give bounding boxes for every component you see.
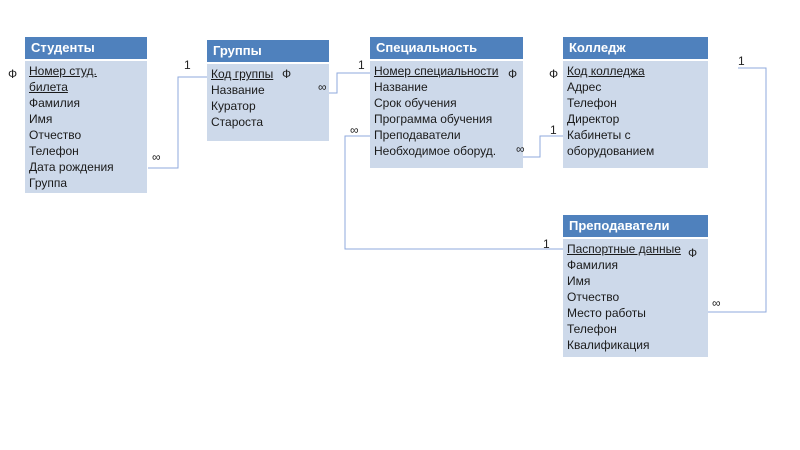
field-teacher-patronymic: Отчество bbox=[567, 290, 620, 304]
field-study-program: Программа обучения bbox=[374, 112, 493, 126]
entity-students-divider bbox=[25, 59, 147, 61]
field-director: Директор bbox=[567, 112, 620, 126]
field-group-code: Код группы bbox=[211, 67, 274, 81]
field-college-code: Код колледжа bbox=[567, 64, 645, 78]
field-group-name: Название bbox=[211, 83, 265, 97]
entity-college-fields: Код колледжа Адрес Телефон Директор Каби… bbox=[563, 61, 708, 163]
entity-specialty-fields: Номер специальности Название Срок обучен… bbox=[370, 61, 523, 163]
cardinality-teachers-workplace-many: ∞ bbox=[712, 296, 721, 310]
field-address: Адрес bbox=[567, 80, 602, 94]
field-name: Имя bbox=[29, 112, 53, 126]
field-student-id-cont: билета bbox=[29, 80, 68, 94]
entity-groups: Группы Код группы Название Куратор Старо… bbox=[207, 40, 329, 141]
cardinality-college-teachers-one: 1 bbox=[738, 54, 745, 68]
field-surname: Фамилия bbox=[29, 96, 80, 110]
entity-students: Студенты Номер студ. билета Фамилия Имя … bbox=[25, 37, 147, 193]
entity-college-divider bbox=[563, 59, 708, 61]
field-college-phone: Телефон bbox=[567, 96, 617, 110]
entity-specialty-title: Специальность bbox=[370, 37, 523, 59]
cardinality-college-one: 1 bbox=[550, 123, 557, 137]
field-equipped-rooms: Кабинеты с bbox=[567, 128, 631, 142]
entity-groups-divider bbox=[207, 62, 329, 64]
cardinality-groups-many: ∞ bbox=[318, 80, 327, 94]
field-specialty-name: Название bbox=[374, 80, 428, 94]
entity-students-title: Студенты bbox=[25, 37, 147, 59]
connector-groups-students bbox=[148, 76, 207, 169]
connector-college-specialty bbox=[510, 135, 563, 158]
field-phone: Телефон bbox=[29, 144, 79, 158]
field-qualification: Квалификация bbox=[567, 338, 650, 352]
cardinality-specialty-one: 1 bbox=[358, 58, 365, 72]
pk-marker-college: Ф bbox=[549, 67, 559, 81]
entity-specialty-divider bbox=[370, 59, 523, 61]
entity-teachers-fields: Паспортные данные Фамилия Имя Отчество М… bbox=[563, 239, 708, 357]
field-monitor: Староста bbox=[211, 115, 264, 129]
pk-marker-specialty: Ф bbox=[508, 67, 518, 81]
field-study-period: Срок обучения bbox=[374, 96, 457, 110]
field-required-equipment: Необходимое оборуд. bbox=[374, 144, 497, 158]
field-specialty-number: Номер специальности bbox=[374, 64, 499, 78]
field-student-id: Номер студ. bbox=[29, 64, 97, 78]
entity-groups-title: Группы bbox=[207, 40, 329, 62]
pk-marker-students: Ф bbox=[8, 67, 18, 81]
field-teacher-surname: Фамилия bbox=[567, 258, 618, 272]
field-workplace: Место работы bbox=[567, 306, 646, 320]
field-teacher-name: Имя bbox=[567, 274, 591, 288]
entity-students-fields: Номер студ. билета Фамилия Имя Отчество … bbox=[25, 61, 147, 195]
field-group: Группа bbox=[29, 176, 68, 190]
entity-college: Колледж Код колледжа Адрес Телефон Дирек… bbox=[563, 37, 708, 168]
entity-specialty: Специальность Номер специальности Назван… bbox=[370, 37, 523, 168]
pk-marker-groups: Ф bbox=[282, 67, 292, 81]
cardinality-students-many: ∞ bbox=[152, 150, 161, 164]
cardinality-specialty-teachers-many: ∞ bbox=[350, 123, 359, 137]
pk-marker-teachers: Ф bbox=[688, 246, 698, 260]
cardinality-teachers-one: 1 bbox=[543, 237, 550, 251]
connector-college-teachers bbox=[685, 67, 767, 313]
field-passport: Паспортные данные bbox=[567, 242, 681, 256]
field-teachers: Преподаватели bbox=[374, 128, 461, 142]
connector-teachers-specialty bbox=[344, 135, 563, 250]
field-teacher-phone: Телефон bbox=[567, 322, 617, 336]
entity-teachers-divider bbox=[563, 237, 708, 239]
field-birth-date: Дата рождения bbox=[29, 160, 114, 174]
cardinality-groups-one: 1 bbox=[184, 58, 191, 72]
entity-groups-fields: Код группы Название Куратор Староста bbox=[207, 64, 329, 134]
entity-teachers-title: Преподаватели bbox=[563, 215, 708, 237]
field-curator: Куратор bbox=[211, 99, 256, 113]
cardinality-specialty-equipment-many: ∞ bbox=[516, 142, 525, 156]
field-equipped-rooms-cont: оборудованием bbox=[567, 144, 655, 158]
entity-college-title: Колледж bbox=[563, 37, 708, 59]
field-patronymic: Отчество bbox=[29, 128, 82, 142]
entity-teachers: Преподаватели Паспортные данные Фамилия … bbox=[563, 215, 708, 357]
